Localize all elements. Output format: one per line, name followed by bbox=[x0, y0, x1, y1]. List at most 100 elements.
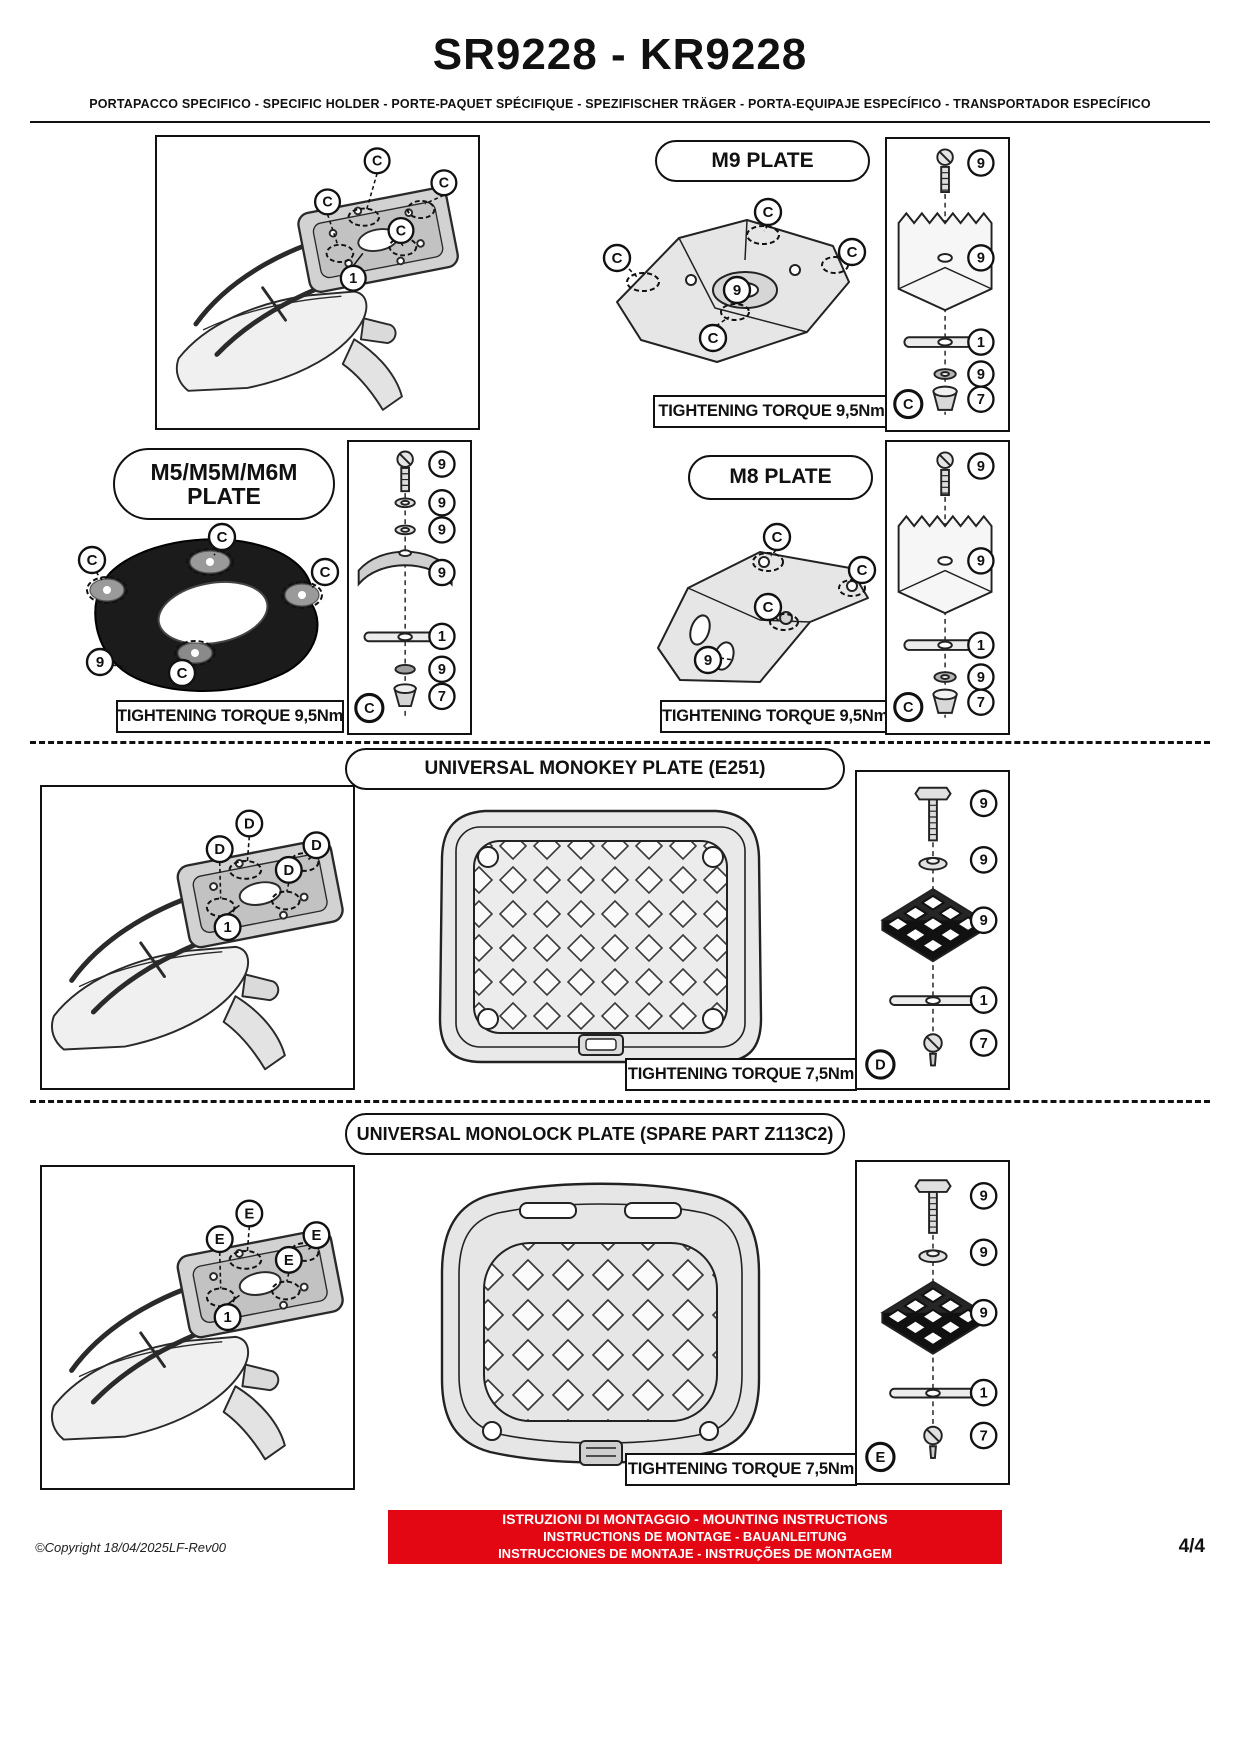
m8-hardware-labels: 9 9 1 9 7 C bbox=[893, 452, 995, 723]
part-badge-9: 9 bbox=[428, 489, 456, 517]
m8-hardware-diagram: 9 9 1 9 7 C bbox=[893, 451, 995, 723]
part-badge-9: 9 bbox=[693, 645, 723, 675]
part-badge-9: 9 bbox=[969, 1182, 998, 1210]
svg-text:9: 9 bbox=[977, 670, 985, 686]
callout-d: D bbox=[235, 809, 264, 838]
callout-d: D bbox=[274, 855, 303, 884]
svg-text:9: 9 bbox=[980, 1245, 988, 1261]
svg-text:1: 1 bbox=[438, 629, 446, 645]
monokey-torque-text: TIGHTENING TORQUE 7,5Nm bbox=[627, 1065, 855, 1083]
svg-text:7: 7 bbox=[980, 1036, 988, 1052]
svg-text:1: 1 bbox=[977, 638, 985, 654]
part-badge-1: 1 bbox=[969, 986, 998, 1014]
monolock-hardware-panel: 9 9 9 1 7 E bbox=[855, 1160, 1010, 1485]
svg-text:9: 9 bbox=[438, 662, 446, 678]
svg-text:1: 1 bbox=[980, 993, 988, 1009]
svg-text:D: D bbox=[311, 838, 322, 854]
part-badge-9: 9 bbox=[967, 149, 995, 177]
svg-text:9: 9 bbox=[977, 251, 985, 267]
page-title: SR9228 - KR9228 bbox=[432, 30, 808, 79]
m5-hardware-panel: 9 9 9 9 1 9 7 C bbox=[347, 440, 472, 735]
svg-text:7: 7 bbox=[977, 392, 985, 408]
svg-text:7: 7 bbox=[980, 1428, 988, 1444]
svg-text:C: C bbox=[763, 599, 774, 616]
part-badge-7: 7 bbox=[428, 682, 456, 711]
part-badge-1: 1 bbox=[213, 1303, 242, 1332]
m9-plate-title-text: M9 PLATE bbox=[711, 148, 814, 172]
part-badge-1: 1 bbox=[213, 913, 242, 942]
m5-plate-title-line2: PLATE bbox=[187, 483, 261, 509]
callout-c: C bbox=[313, 188, 342, 216]
svg-text:C: C bbox=[439, 176, 449, 192]
svg-text:C: C bbox=[903, 397, 914, 413]
monolock-rack-callouts: E E E E 1 bbox=[205, 1199, 331, 1332]
callout-c: C bbox=[167, 658, 197, 688]
m5-plate-title-line1: M5/M5M/M6M bbox=[150, 458, 298, 485]
svg-text:9: 9 bbox=[980, 1189, 988, 1205]
svg-text:E: E bbox=[244, 1206, 254, 1222]
panel-rack-monokey: D D D D 1 bbox=[40, 785, 355, 1090]
monolock-title-text: UNIVERSAL MONOLOCK PLATE (SPARE PART Z11… bbox=[356, 1123, 834, 1144]
svg-text:C: C bbox=[217, 529, 228, 546]
callout-c: C bbox=[753, 592, 783, 622]
svg-text:9: 9 bbox=[977, 367, 985, 383]
svg-text:7: 7 bbox=[977, 695, 985, 711]
svg-text:9: 9 bbox=[438, 496, 446, 512]
part-badge-9: 9 bbox=[969, 906, 998, 935]
svg-text:D: D bbox=[244, 816, 255, 832]
section-divider bbox=[30, 1100, 1210, 1103]
m9-torque-label: TIGHTENING TORQUE 9,5Nm bbox=[653, 395, 890, 428]
svg-text:1: 1 bbox=[223, 1310, 231, 1326]
callout-c: C bbox=[387, 216, 415, 245]
panel-rack-specific: C C C C 1 bbox=[155, 135, 480, 430]
m9-torque-text: TIGHTENING TORQUE 9,5Nm bbox=[658, 402, 885, 420]
footer-bar: ISTRUZIONI DI MONTAGGIO - MOUNTING INSTR… bbox=[388, 1510, 1002, 1564]
motorcycle-rack-diagram: C C C C 1 bbox=[157, 147, 478, 428]
m5-hardware-labels: 9 9 9 9 1 9 7 C bbox=[354, 450, 456, 724]
callout-e: E bbox=[302, 1221, 331, 1250]
page-number: 4/4 bbox=[1178, 1536, 1205, 1557]
callout-c: C bbox=[753, 197, 783, 227]
part-badge-9: 9 bbox=[428, 558, 456, 587]
callout-c: C bbox=[310, 557, 340, 587]
monokey-torque-label: TIGHTENING TORQUE 7,5Nm bbox=[625, 1058, 857, 1091]
svg-text:9: 9 bbox=[977, 156, 985, 172]
m5-torque-label: TIGHTENING TORQUE 9,5Nm bbox=[116, 700, 344, 733]
m8-hardware-panel: 9 9 1 9 7 C bbox=[885, 440, 1010, 735]
motorcycle-rack-diagram: D D D D 1 bbox=[42, 809, 353, 1088]
svg-text:E: E bbox=[876, 1450, 886, 1466]
part-badge-9: 9 bbox=[967, 547, 995, 575]
callout-e: E bbox=[235, 1199, 264, 1228]
monolock-torque-text: TIGHTENING TORQUE 7,5Nm bbox=[627, 1460, 855, 1478]
motorcycle-rack-diagram: E E E E 1 bbox=[42, 1199, 353, 1488]
svg-text:C: C bbox=[177, 665, 188, 682]
monolock-plate-diagram bbox=[440, 1182, 761, 1466]
svg-text:1: 1 bbox=[977, 335, 985, 351]
svg-text:C: C bbox=[857, 562, 868, 579]
part-badge-9: 9 bbox=[967, 244, 995, 272]
svg-text:C: C bbox=[364, 701, 375, 717]
svg-text:C: C bbox=[322, 195, 332, 211]
svg-text:C: C bbox=[372, 154, 382, 170]
part-badge-9: 9 bbox=[428, 655, 456, 684]
svg-text:C: C bbox=[396, 223, 406, 239]
monokey-title-text: UNIVERSAL MONOKEY PLATE (E251) bbox=[424, 758, 766, 780]
monolock-hardware-labels: 9 9 9 1 7 E bbox=[865, 1182, 998, 1473]
m9-hardware-panel: 9 9 1 9 7 C bbox=[885, 137, 1010, 432]
screw-stack-art bbox=[881, 1179, 985, 1462]
part-badge-9: 9 bbox=[967, 452, 995, 480]
m9-hardware-labels: 9 9 1 9 7 C bbox=[893, 149, 995, 420]
hardware-tag-d: D bbox=[865, 1049, 896, 1080]
monolock-hardware-diagram: 9 9 9 1 7 E bbox=[865, 1179, 998, 1473]
monokey-plate-diagram bbox=[438, 809, 763, 1064]
svg-text:9: 9 bbox=[977, 554, 985, 570]
callout-e: E bbox=[274, 1245, 303, 1274]
svg-text:9: 9 bbox=[980, 796, 988, 812]
svg-text:C: C bbox=[87, 552, 98, 569]
m5-callouts: C C C C 9 bbox=[77, 522, 340, 688]
callout-c: C bbox=[430, 169, 458, 197]
part-badge-7: 7 bbox=[967, 688, 995, 716]
svg-text:7: 7 bbox=[438, 689, 446, 705]
part-badge-1: 1 bbox=[967, 631, 995, 659]
